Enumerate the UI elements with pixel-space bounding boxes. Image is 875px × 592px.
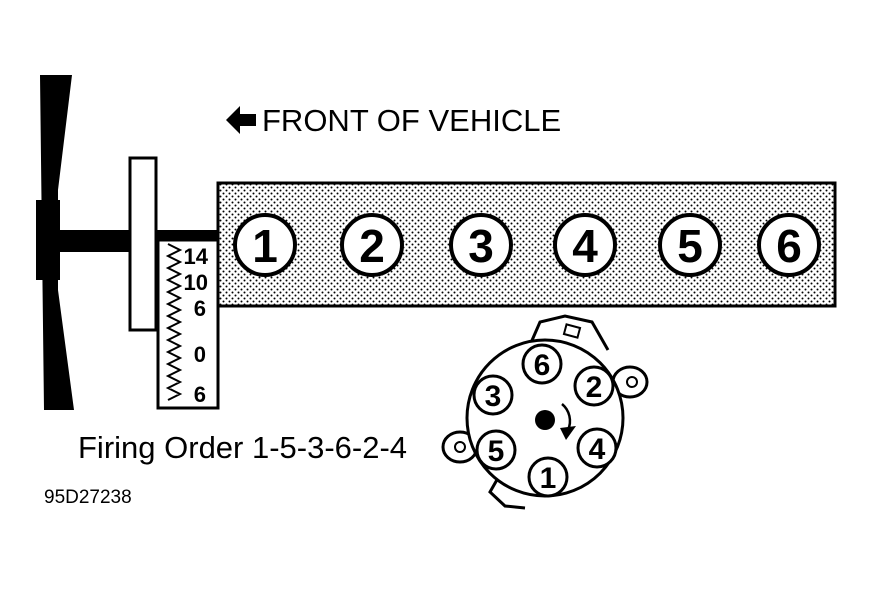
cylinder-circles	[233, 213, 821, 277]
cylinder-number: 6	[776, 220, 802, 272]
terminal-number: 1	[540, 462, 557, 495]
timing-marks: 14 10 6 0 6	[184, 244, 209, 407]
terminal-number: 2	[586, 371, 603, 404]
cylinder-labels: 1 2 3 4 5 6	[252, 220, 802, 272]
rotor-center	[535, 410, 555, 430]
cylinder-circle-6	[757, 213, 821, 277]
front-of-vehicle-label: FRONT OF VEHICLE	[262, 103, 561, 138]
cylinder-number: 3	[468, 220, 494, 272]
distributor-bottom-tab	[488, 477, 526, 510]
arrow-left-icon	[226, 106, 256, 134]
timing-mark-label: 14	[184, 244, 209, 269]
rotation-arrow-icon	[560, 403, 576, 440]
crank-pulley	[128, 156, 158, 332]
terminal-circle	[475, 429, 517, 471]
cylinder-number: 1	[252, 220, 278, 272]
terminal-number: 5	[488, 435, 505, 468]
firing-order-label: Firing Order 1-5-3-6-2-4	[78, 430, 407, 465]
cylinder-circle-1	[233, 213, 297, 277]
terminal-circle	[521, 343, 563, 385]
terminal-number: 3	[485, 380, 502, 413]
cylinder-circle-2	[340, 213, 404, 277]
timing-mark-label: 6	[194, 382, 206, 407]
cylinder-number: 4	[572, 220, 598, 272]
timing-scale-teeth	[165, 243, 183, 401]
timing-mark-label: 6	[194, 296, 206, 321]
terminal-circle	[527, 456, 569, 498]
cylinder-number: 2	[359, 220, 385, 272]
timing-mark-label: 0	[194, 342, 206, 367]
cylinder-circle-4	[553, 213, 617, 277]
cylinder-number: 5	[677, 220, 703, 272]
terminal-circle	[472, 374, 514, 416]
cylinder-circle-5	[658, 213, 722, 277]
figure-id: 95D27238	[44, 487, 132, 508]
terminal-circle	[573, 365, 615, 407]
terminal-circle	[576, 427, 618, 469]
terminal-number: 4	[589, 433, 606, 466]
terminal-number: 6	[534, 349, 551, 382]
distributor-terminals: 6 2 4 1 5 3	[472, 343, 618, 498]
engine-block	[216, 181, 837, 308]
timing-mark-label: 10	[184, 270, 208, 295]
cylinder-circle-3	[449, 213, 513, 277]
